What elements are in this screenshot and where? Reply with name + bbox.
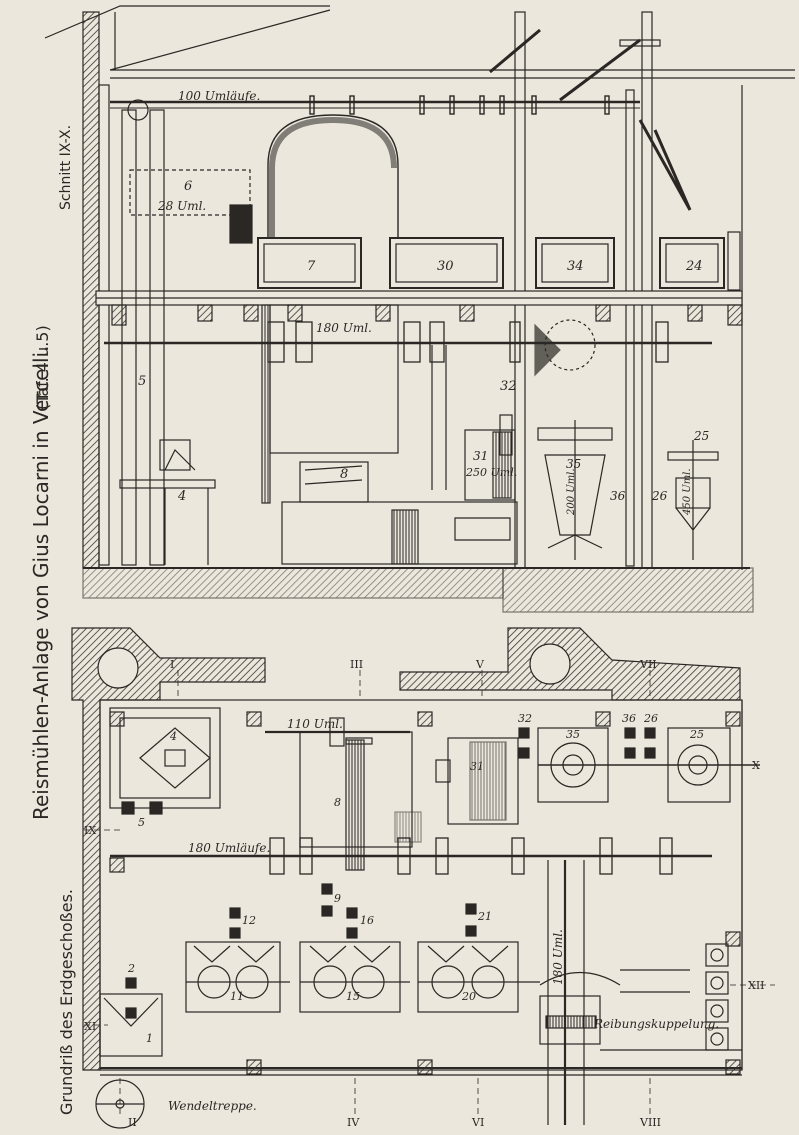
speed-label: 450 Uml. xyxy=(682,468,693,516)
machine-number: 35 xyxy=(566,457,581,471)
machine-number: 31 xyxy=(473,449,488,463)
machine-number: 9 xyxy=(334,892,341,905)
machine-number: 36 xyxy=(622,712,636,725)
speed-label: 180 Uml. xyxy=(316,321,372,335)
speed-label: 110 Uml. xyxy=(287,717,343,731)
axis-mark: VI xyxy=(471,1116,484,1129)
axis-mark: I xyxy=(170,658,174,671)
main-title: Reismühlen-Anlage von Gius Locarni in Ve… xyxy=(29,346,53,820)
millstone-group-15 xyxy=(299,941,410,1013)
machine-number: 2 xyxy=(127,962,135,975)
machine-number: 35 xyxy=(566,728,580,741)
plan-view xyxy=(71,627,775,1129)
machine-number: 5 xyxy=(138,374,146,389)
plan-title: Grundriß des Erdgeschoßes. xyxy=(57,889,76,1115)
axis-mark: VII xyxy=(639,658,657,671)
axis-mark: X xyxy=(752,759,760,772)
left-wall xyxy=(82,11,100,569)
section-title: Schnitt IX-X. xyxy=(58,125,74,210)
machine-number: 20 xyxy=(461,990,476,1003)
machine-number: 32 xyxy=(518,712,532,725)
arched-hopper xyxy=(267,114,399,238)
machine-number: 12 xyxy=(242,914,256,927)
speed-label: 100 Umläufe. xyxy=(178,89,260,103)
section-view xyxy=(44,5,795,613)
axis-marks: I III V VII II IV VI VIII IX X XI XII xyxy=(84,658,765,1129)
speed-label: 180 Umläufe. xyxy=(188,841,270,855)
machine-number: 5 xyxy=(138,816,145,829)
column xyxy=(514,11,526,569)
machine-number: 26 xyxy=(651,489,668,503)
speed-label: 28 Uml. xyxy=(157,199,206,213)
column xyxy=(641,11,653,569)
millstone-group-20 xyxy=(417,941,540,1013)
axis-mark: XI xyxy=(84,1020,96,1033)
machine-number: 24 xyxy=(685,259,703,274)
machine-number: 25 xyxy=(689,728,704,741)
axis-mark: V xyxy=(475,658,485,671)
machine-number: 7 xyxy=(307,259,316,274)
speed-label: 250 Uml. xyxy=(465,466,517,479)
machine-number: 8 xyxy=(340,467,348,482)
axis-mark: III xyxy=(350,658,363,671)
machine-number: 16 xyxy=(360,914,374,927)
machine-35 xyxy=(544,454,606,536)
plan-labels: 110 Uml. 180 Umläufe. 180 Uml. Reibungsk… xyxy=(127,712,719,1113)
machine-number: 34 xyxy=(567,259,584,274)
machine-number: 8 xyxy=(334,796,341,809)
machine-number: 21 xyxy=(477,910,492,923)
machine-number: 31 xyxy=(470,760,484,773)
machine-number: 4 xyxy=(177,489,186,504)
machine-number: 11 xyxy=(230,990,244,1003)
ground-slab xyxy=(82,567,504,599)
speed-label: 180 Uml. xyxy=(551,929,565,985)
machine-number: 32 xyxy=(500,379,517,394)
machine-number: 6 xyxy=(184,179,192,194)
machine-number: 25 xyxy=(693,429,709,443)
axis-mark: IV xyxy=(347,1116,360,1129)
clutch-label: Reibungskuppelung. xyxy=(593,1017,719,1031)
axis-mark: II xyxy=(128,1116,137,1129)
machine-number: 36 xyxy=(610,489,626,503)
axis-mark: XII xyxy=(748,979,765,992)
speed-label: 200 Uml. xyxy=(566,468,577,516)
machine-number: 4 xyxy=(169,730,177,743)
section-labels: 100 Umläufe. 180 Uml. 6 28 Uml. 7 30 34 … xyxy=(138,89,709,516)
millstone-group-11 xyxy=(185,941,290,1013)
machine-number: 30 xyxy=(437,259,454,274)
stair-label: Wendeltreppe. xyxy=(168,1099,257,1113)
axis-mark: VIII xyxy=(639,1116,661,1129)
machine-number: 26 xyxy=(643,712,658,725)
plate-reference: (Taf. 4 u.5) xyxy=(33,325,52,410)
axis-mark: IX xyxy=(84,824,96,837)
machine-number: 1 xyxy=(146,1032,153,1045)
machine-number: 15 xyxy=(346,990,360,1003)
